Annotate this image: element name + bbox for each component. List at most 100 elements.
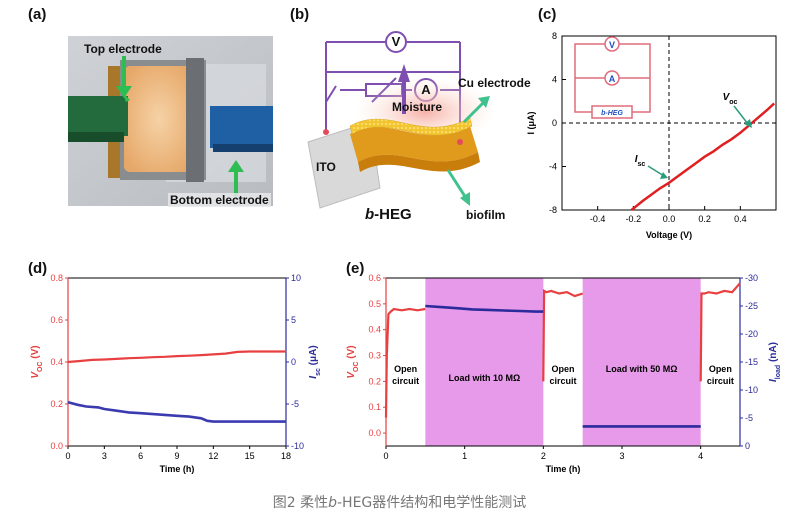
left-y-tick-label: 0.0 [50,441,63,451]
panel-b-label: (b) [290,6,310,23]
x-tick-label: 6 [138,451,143,461]
load-10m-label: Load with 10 MΩ [448,373,520,383]
x-tick-label: 0.4 [734,214,747,224]
left-y-tick-label: 0.2 [368,376,381,386]
caption-prefix: 图2 柔性 [272,495,329,511]
right-y-tick-label: 0 [291,357,296,367]
x-tick-label: 0.0 [663,214,676,224]
caption-italic: b [328,495,337,511]
right-y-tick-label: 0 [745,441,750,451]
load-50m-label: Load with 50 MΩ [606,364,678,374]
y-tick-label: -8 [549,205,557,215]
series-line-right-3 [425,304,544,313]
isc-annotation: Isc [635,154,646,168]
x-tick-label: 0.2 [698,214,711,224]
iv-series-line [630,102,776,211]
panel-d-label: (d) [28,260,48,277]
left-y-tick-label: 0.1 [368,402,381,412]
top-electrode-label: Top electrode [84,42,162,56]
x-tick-label: 12 [208,451,218,461]
device-photo-drawing [68,36,273,206]
device-schematic [300,22,525,234]
ammeter-label: A [421,82,431,97]
y-tick-label: -4 [549,162,557,172]
x-tick-label: 3 [102,451,107,461]
x-tick-label: 2 [541,451,546,461]
series-line-left-0 [67,350,286,364]
left-y-axis-label: VOC (V) [346,345,360,378]
right-y-tick-label: 10 [291,273,301,283]
biofilm-label: biofilm [466,208,506,222]
left-y-tick-label: 0.4 [368,325,381,335]
x-tick-label: 0 [383,451,388,461]
x-axis-label: Voltage (V) [646,230,692,240]
bottom-electrode-label: Bottom electrode [168,193,271,207]
left-y-tick-label: 0.6 [50,315,63,325]
cu-electrode-label: Cu electrode [458,76,531,90]
x-tick-label: 1 [462,451,467,461]
voc-arrowhead [744,119,752,128]
x-tick-label: -0.2 [626,214,642,224]
x-axis-label: Time (h) [546,464,581,474]
device-name-prefix: b [365,206,375,223]
right-y-tick-label: -5 [291,399,299,409]
right-y-axis-label: Isc (μA) [308,345,322,378]
device-name: b-HEG [365,206,412,223]
left-y-tick-label: 0.2 [50,399,63,409]
x-tick-label: 3 [619,451,624,461]
series-line-left-1 [542,289,584,382]
figure-caption: 图2 柔性b-HEG器件结构和电学性能测试 [0,492,799,512]
left-y-tick-label: 0.0 [368,428,381,438]
left-y-tick-label: 0.5 [368,299,381,309]
shaded-load-region [582,278,701,446]
x-tick-label: 18 [281,451,291,461]
right-y-tick-label: -20 [745,329,758,339]
left-y-tick-label: 0.3 [368,351,381,361]
x-tick-label: 9 [174,451,179,461]
right-y-tick-label: -10 [291,441,304,451]
inset-device-label: b-HEG [601,110,623,117]
left-y-tick-label: 0.4 [50,357,63,367]
shaded-load-region [425,278,544,446]
device-photo [68,36,273,206]
inset-device-box [591,105,633,119]
moisture-label: Moisture [392,100,443,114]
series-line-left-2 [699,282,741,382]
series-line-left-0 [384,307,426,418]
series-line-right-1 [67,401,286,423]
y-tick-label: 8 [552,31,557,41]
y-axis-label: I (μA) [526,111,536,134]
isc-arrowhead [660,172,668,179]
inset-voltmeter-label: V [609,40,615,50]
x-axis-label: Time (h) [160,464,195,474]
device-name-suffix: -HEG [374,206,412,223]
schematic-drawing [307,31,495,209]
left-y-axis-label: VOC (V) [30,345,44,378]
voltmeter-label: V [391,34,401,49]
panel-a-label: (a) [28,6,47,23]
x-tick-label: 4 [698,451,703,461]
voc-arrow [733,105,749,125]
y-tick-label: 4 [552,75,557,85]
isc-arrow [647,165,665,177]
left-y-tick-label: 0.8 [50,273,63,283]
right-y-tick-label: -25 [745,301,758,311]
right-y-tick-label: -5 [745,413,753,423]
x-tick-label: 0 [65,451,70,461]
x-tick-label: -0.4 [590,214,606,224]
panel-e-label: (e) [346,260,365,277]
inset-voltmeter-icon [604,36,620,52]
right-y-tick-label: -30 [745,273,758,283]
y-tick-label: 0 [552,118,557,128]
inset-ammeter-icon [604,70,620,86]
x-tick-label: 15 [245,451,255,461]
caption-suffix: -HEG器件结构和电学性能测试 [336,495,527,511]
left-y-tick-label: 0.6 [368,273,381,283]
voc-annotation: Voc [723,92,738,106]
